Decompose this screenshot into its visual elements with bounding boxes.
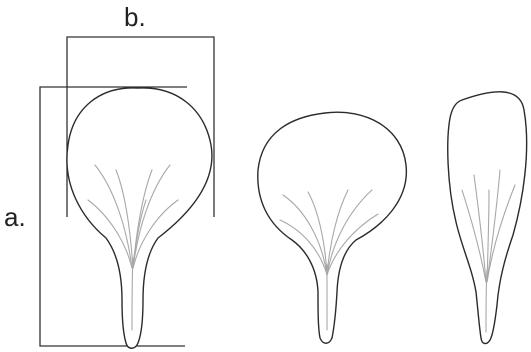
width-label: b.	[124, 2, 146, 32]
length-label: a.	[4, 202, 26, 232]
petal-narrow-outline	[448, 92, 527, 344]
petal-round-outline	[258, 112, 407, 343]
petal-narrow	[448, 92, 527, 344]
petal-round	[258, 112, 407, 343]
petal-measured	[67, 88, 212, 348]
